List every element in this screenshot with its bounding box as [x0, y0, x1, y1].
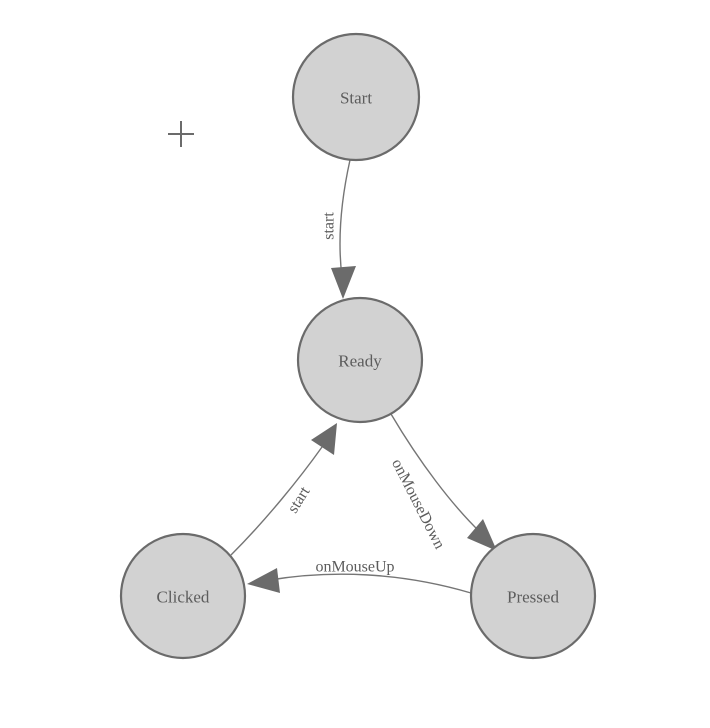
edge-clicked-to-ready-label: start	[284, 483, 313, 516]
edge-pressed-to-clicked-path	[269, 573, 472, 594]
node-ready-label: Ready	[338, 352, 382, 371]
edge-start-to-ready[interactable]: start	[321, 159, 357, 299]
edge-ready-to-pressed-arrowhead	[467, 519, 497, 551]
node-clicked-label: Clicked	[157, 588, 210, 607]
crosshair-icon	[168, 121, 194, 147]
edge-clicked-to-ready-path	[230, 446, 323, 556]
node-start-label: Start	[340, 89, 372, 108]
node-clicked-circle	[119, 532, 247, 660]
edge-ready-to-pressed[interactable]: onMouseDown	[388, 413, 497, 552]
edge-start-to-ready-label: start	[321, 212, 338, 240]
node-pressed-circle	[469, 532, 597, 660]
edge-start-to-ready-arrowhead	[331, 266, 356, 299]
edge-ready-to-pressed-label: onMouseDown	[388, 456, 448, 552]
edge-ready-to-pressed-path	[390, 413, 482, 534]
node-clicked[interactable]: Clicked	[119, 532, 247, 660]
edge-pressed-to-clicked-arrowhead	[247, 568, 280, 593]
edge-pressed-to-clicked[interactable]: onMouseUp	[247, 559, 472, 594]
node-pressed-label: Pressed	[507, 588, 559, 607]
edge-clicked-to-ready[interactable]: start	[230, 423, 337, 556]
node-pressed[interactable]: Pressed	[469, 532, 597, 660]
node-ready-circle	[296, 296, 424, 424]
edge-pressed-to-clicked-label: onMouseUp	[315, 559, 394, 576]
node-start[interactable]: Start	[291, 32, 421, 162]
edge-start-to-ready-path	[339, 159, 351, 278]
node-start-circle	[291, 32, 421, 162]
edge-clicked-to-ready-arrowhead	[311, 423, 337, 455]
node-ready[interactable]: Ready	[296, 296, 424, 424]
